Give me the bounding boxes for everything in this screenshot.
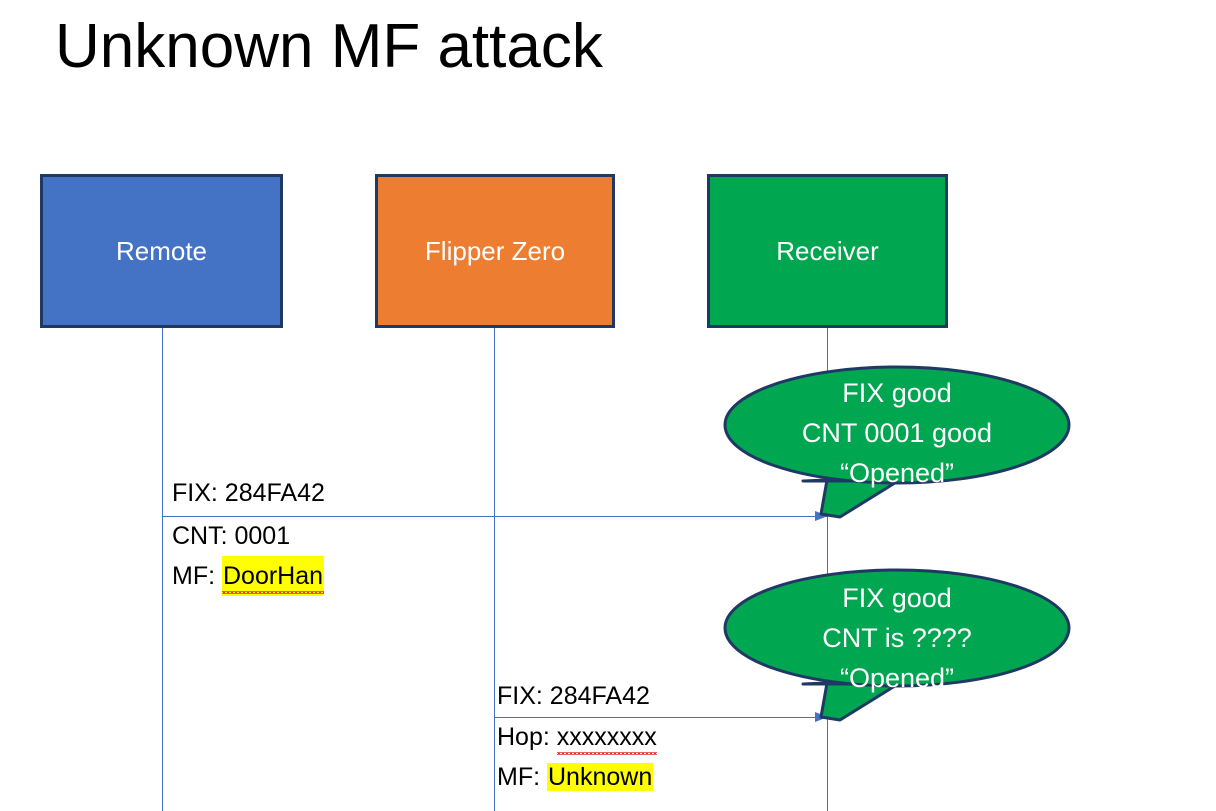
- actor-label-flipper-zero: Flipper Zero: [424, 236, 566, 266]
- message-2-label-mf: MF:: [497, 763, 547, 791]
- message-2-text-lines-2-3: Hop: xxxxxxxx MF: Unknown: [497, 717, 657, 797]
- message-1-value-fix: 284FA42: [224, 479, 325, 507]
- actor-label-receiver: Receiver: [776, 236, 879, 266]
- actor-label-remote: Remote: [115, 236, 208, 266]
- lifeline-flipper-zero: [494, 328, 495, 811]
- message-1-start-tick: [162, 472, 163, 516]
- message-1-text-lines-2-3: CNT: 0001 MF: DoorHan: [172, 516, 325, 596]
- message-2-label-hop: Hop:: [497, 723, 557, 751]
- message-1-label-cnt: CNT:: [172, 522, 235, 550]
- lifeline-remote: [162, 328, 163, 811]
- speech-bubble-shape-2: [723, 568, 1071, 722]
- message-2-label-fix: FIX:: [497, 682, 550, 710]
- message-1-label-mf: MF:: [172, 562, 222, 590]
- actor-box-receiver[interactable]: Receiver: [707, 174, 948, 328]
- message-2-value-fix: 284FA42: [549, 682, 650, 710]
- message-1-value-mf: DoorHan: [222, 556, 325, 596]
- speech-bubble-first-response[interactable]: FIX good CNT 0001 good “Opened”: [723, 365, 1071, 519]
- actor-box-flipper-zero[interactable]: Flipper Zero: [375, 174, 615, 328]
- message-2-start-tick: [494, 675, 495, 717]
- lifeline-receiver: [827, 328, 828, 811]
- page-title: Unknown MF attack: [55, 12, 603, 81]
- message-1-text-line-1: FIX: 284FA42: [172, 473, 325, 513]
- message-1-arrow-remote-to-receiver[interactable]: [162, 511, 828, 521]
- message-1-label-fix: FIX:: [172, 479, 225, 507]
- speech-bubble-second-response[interactable]: FIX good CNT is ???? “Opened”: [723, 568, 1071, 722]
- speech-bubble-shape-1: [723, 365, 1071, 519]
- message-2-value-hop: xxxxxxxx: [556, 717, 657, 757]
- message-1-value-cnt: 0001: [234, 522, 291, 550]
- message-2-value-mf: Unknown: [547, 763, 654, 791]
- actor-box-remote[interactable]: Remote: [40, 174, 283, 328]
- message-2-text-line-1: FIX: 284FA42: [497, 676, 650, 716]
